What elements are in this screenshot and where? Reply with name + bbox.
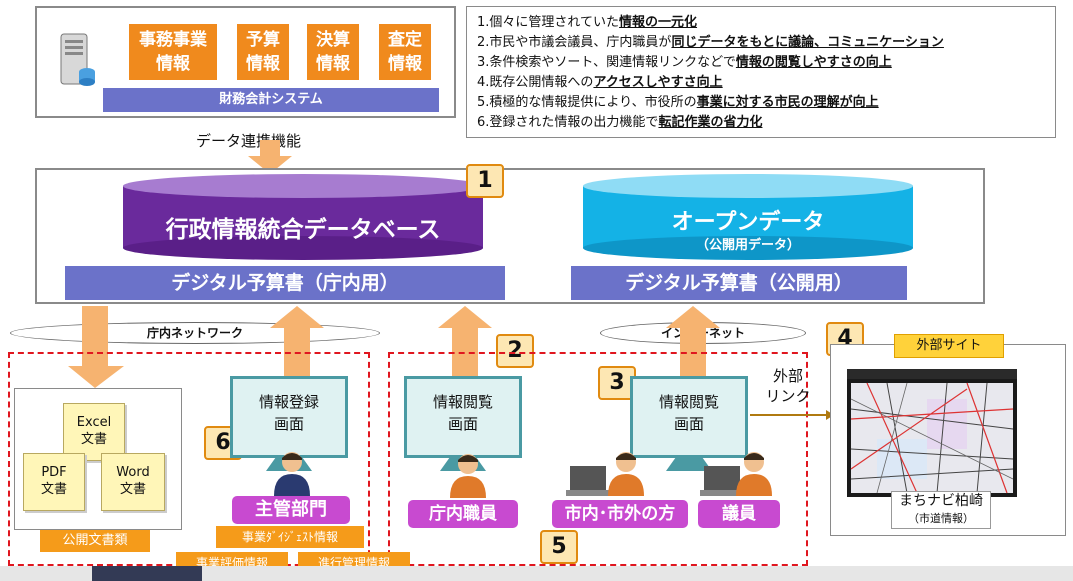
opendata-sub: （公開用データ）	[695, 238, 800, 253]
view-screen-public: 情報閲覧 画面	[630, 376, 748, 458]
user-label-main-dept: 主管部門	[232, 496, 350, 524]
down-arrow-icon	[248, 140, 292, 174]
external-area	[388, 352, 808, 566]
number-badge-1: 1	[466, 164, 504, 198]
benefits-panel: 1.個々に管理されていた情報の一元化 2.市民や市議会議員、庁内職員が同じデータ…	[466, 6, 1056, 138]
monitor-stand-icon	[666, 456, 712, 471]
map-thumbnail[interactable]	[847, 369, 1017, 497]
user-label-staff: 庁内職員	[408, 500, 518, 528]
database-name: 行政情報統合データベース	[165, 217, 441, 243]
finance-system-label: 財務会計システム	[103, 88, 439, 112]
opendata-band: デジタル予算書（公開用）	[571, 266, 907, 300]
bottom-strip	[0, 566, 1073, 581]
bottom-strip-accent	[92, 566, 202, 581]
server-icon	[57, 28, 97, 90]
down-arrow-icon	[68, 306, 148, 388]
person-icon	[734, 450, 774, 496]
excel-document: Excel 文書	[63, 403, 125, 461]
finance-box-1: 事務事業 情報	[129, 24, 217, 80]
number-badge-3: 3	[598, 366, 636, 400]
opendata-name: オープンデータ	[671, 210, 825, 235]
benefits-list: 1.個々に管理されていた情報の一元化 2.市民や市議会議員、庁内職員が同じデータ…	[467, 7, 1055, 139]
number-badge-5: 5	[540, 530, 578, 564]
person-icon	[272, 450, 312, 496]
database-cylinder	[123, 174, 483, 260]
tag-digest: 事業ﾀﾞｲｼﾞｪｽﾄ情報	[216, 526, 364, 548]
finance-box-3: 決算 情報	[307, 24, 359, 80]
benefit-item: 3.条件検索やソート、関連情報リンクなどで情報の閲覧しやすさの向上	[477, 55, 892, 70]
benefit-item: 6.登録された情報の出力機能で転記作業の省力化	[477, 115, 763, 130]
word-document: Word 文書	[101, 453, 165, 511]
finance-system-panel: 事務事業 情報 予算 情報 決算 情報 査定 情報 財務会計システム	[35, 6, 456, 118]
documents-panel: Excel 文書 PDF 文書 Word 文書	[14, 388, 182, 530]
site-name: まちナビ柏崎 （市道情報）	[891, 491, 991, 529]
benefit-item: 4.既存公開情報へのアクセスしやすさ向上	[477, 75, 723, 90]
documents-label: 公開文書類	[40, 530, 150, 552]
view-screen-staff: 情報閲覧 画面	[404, 376, 522, 458]
right-arrow-icon	[750, 406, 834, 420]
person-icon	[606, 450, 646, 496]
benefit-item: 1.個々に管理されていた情報の一元化	[477, 15, 698, 30]
laptop-icon	[700, 466, 744, 496]
site-name-text: まちナビ柏崎	[899, 493, 983, 509]
laptop-icon	[566, 466, 610, 496]
database-panel: 行政情報統合データベース デジタル予算書（庁内用） オープンデータ （公開用デー…	[35, 168, 985, 304]
database-band: デジタル予算書（庁内用）	[65, 266, 505, 300]
up-arrow-icon	[438, 306, 492, 376]
finance-box-4: 査定 情報	[379, 24, 431, 80]
user-label-citizens: 市内･市外の方	[552, 500, 688, 528]
benefit-item: 5.積極的な情報提供により、市役所の事業に対する市民の理解が向上	[477, 95, 879, 110]
opendata-cylinder	[583, 174, 913, 260]
external-link-label: 外部 リンク	[765, 367, 811, 405]
user-label-councilors: 議員	[698, 500, 780, 528]
external-site-label: 外部サイト	[894, 334, 1004, 358]
internal-network: 庁内ネットワーク	[10, 322, 380, 344]
pdf-document: PDF 文書	[23, 453, 85, 511]
register-screen: 情報登録 画面	[230, 376, 348, 458]
up-arrow-icon	[270, 306, 324, 376]
up-arrow-icon	[666, 306, 720, 376]
external-site-panel: まちナビ柏崎 （市道情報）	[830, 344, 1066, 536]
site-sub-text: （市道情報）	[908, 512, 974, 525]
benefit-item: 2.市民や市議会議員、庁内職員が同じデータをもとに議論、コミュニケーション	[477, 35, 944, 50]
finance-box-2: 予算 情報	[237, 24, 289, 80]
number-badge-2: 2	[496, 334, 534, 368]
person-icon	[448, 452, 488, 498]
